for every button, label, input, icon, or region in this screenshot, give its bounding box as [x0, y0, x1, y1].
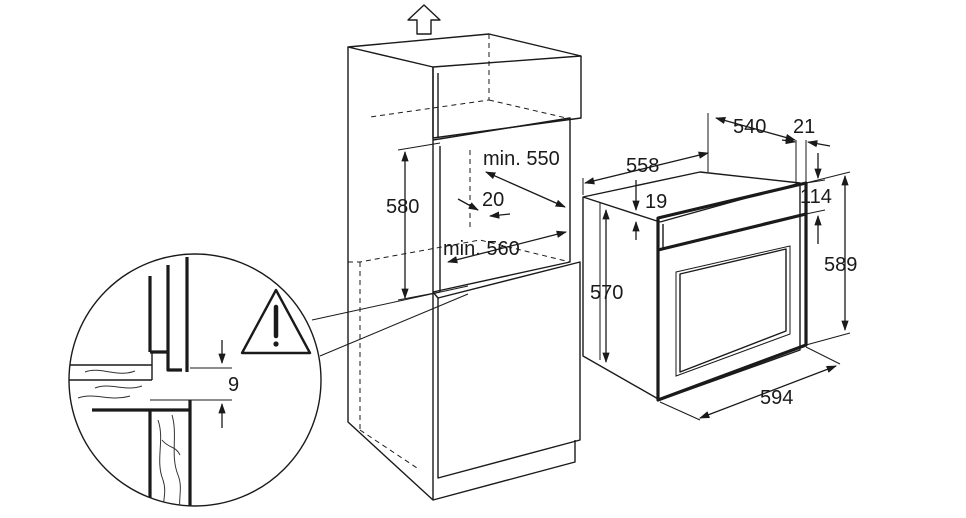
dim-cabinet-inner-depth: min. 560: [443, 238, 520, 260]
dim-cabinet-opening-height: 580: [386, 196, 419, 218]
dim-detail-gap: 9: [228, 374, 239, 396]
dim-oven-total-height: 589: [824, 254, 857, 276]
dim-cabinet-inner-width: min. 550: [483, 148, 560, 170]
dim-oven-body-height: 570: [590, 282, 623, 304]
tall-cabinet: [347, 33, 582, 501]
dim-oven-panel-offset: 19: [645, 191, 667, 213]
dim-oven-width-top: 558: [626, 155, 659, 177]
warning-triangle-icon: [240, 288, 312, 355]
oven-dimensions: 558 540 21 19 570 114 589 594: [582, 113, 857, 421]
detail-callout: 9: [68, 253, 469, 507]
cabinet-dimensions: 580 min. 550 20 min. 560: [386, 142, 568, 301]
dim-oven-depth: 540: [733, 116, 766, 138]
dim-oven-front-width: 594: [760, 387, 793, 409]
dim-oven-top-offset: 114: [800, 186, 832, 208]
dim-cabinet-rear-gap: 20: [482, 189, 504, 211]
up-arrow-icon: [407, 4, 441, 35]
dim-oven-front-thickness: 21: [793, 116, 815, 138]
